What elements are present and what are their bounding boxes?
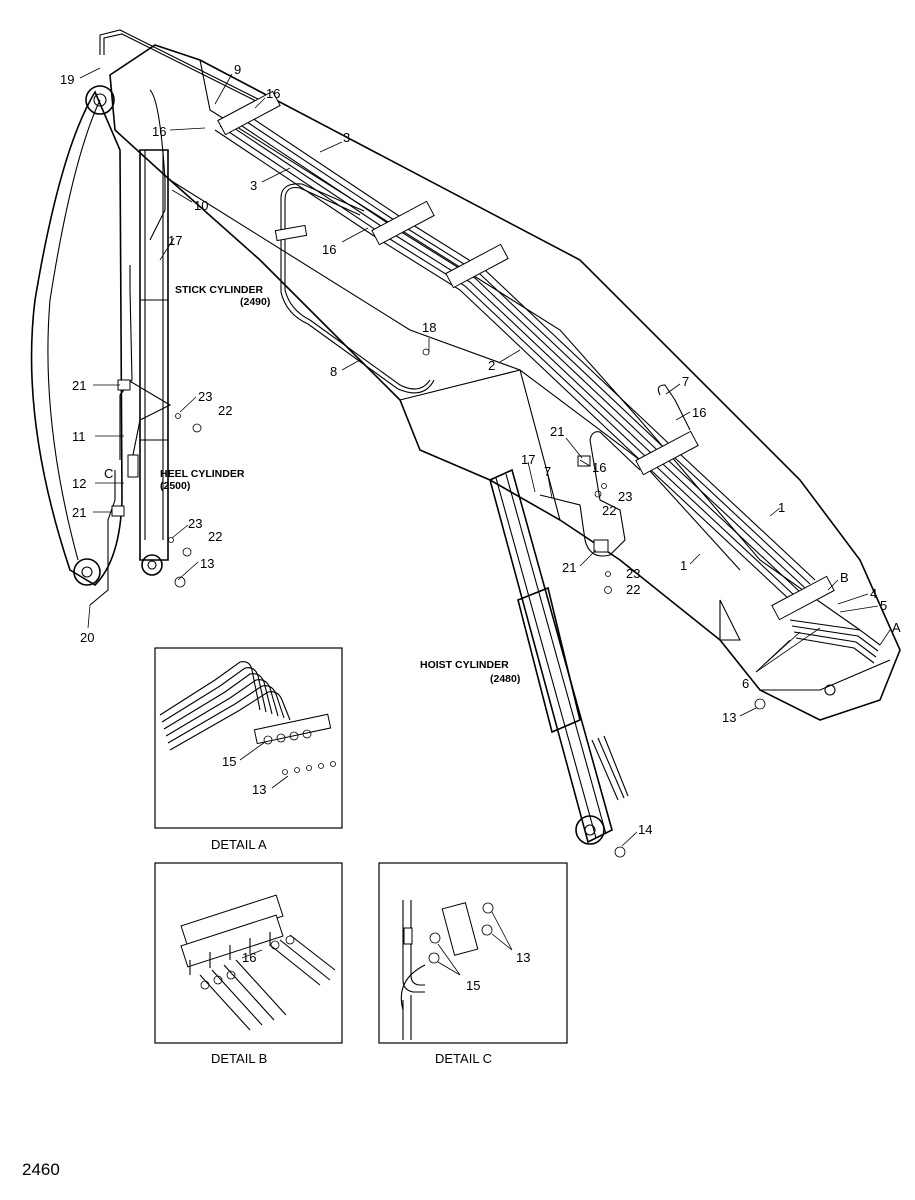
ref-b-label: B	[840, 570, 849, 585]
heel-cylinder-ref: (2500)	[160, 480, 190, 492]
callout: 4	[870, 586, 877, 601]
stick-cylinder-ref: (2490)	[240, 296, 270, 308]
callout: 2	[488, 358, 495, 373]
hoist-cylinder-ref: (2480)	[490, 673, 520, 685]
callout: 22	[626, 582, 640, 597]
callout: 11	[72, 429, 86, 444]
callout: 16	[266, 86, 280, 101]
stick-cylinder	[139, 149, 169, 576]
callout: 5	[880, 598, 887, 613]
page-number: 2460	[22, 1160, 60, 1179]
detail-a: 15 13 DETAIL A	[154, 647, 343, 852]
callout: 23	[618, 489, 632, 504]
callout: 16	[692, 405, 706, 420]
hoses-6	[789, 619, 881, 664]
callout: 15	[466, 978, 480, 993]
ref-a-label: A	[892, 620, 901, 635]
callout: 13	[200, 556, 214, 571]
callout: 21	[562, 560, 576, 575]
callout: 21	[72, 378, 86, 393]
callout: 18	[422, 320, 436, 335]
hose-11-12	[89, 89, 172, 606]
detail-a-caption: DETAIL A	[211, 837, 267, 852]
callout: 9	[234, 62, 241, 77]
callout: 15	[222, 754, 236, 769]
callout: 6	[742, 676, 749, 691]
callout: 23	[198, 389, 212, 404]
tube-bundle-main	[214, 109, 816, 601]
callout: 13	[722, 710, 736, 725]
callout: 20	[80, 630, 94, 645]
callout: 22	[218, 403, 232, 418]
tube-9	[99, 29, 263, 105]
boom	[109, 44, 901, 721]
callout: 21	[72, 505, 86, 520]
heel-cylinder-label: HEEL CYLINDER	[160, 468, 245, 480]
callout: 22	[602, 503, 616, 518]
callout: 21	[550, 424, 564, 439]
callout: 16	[322, 242, 336, 257]
hose-7	[539, 384, 691, 557]
callout: 1	[778, 500, 785, 515]
detail-b-caption: DETAIL B	[211, 1051, 267, 1066]
hardware	[168, 348, 766, 858]
callout: 7	[682, 374, 689, 389]
callout: 3	[343, 130, 350, 145]
callout: 10	[194, 198, 208, 213]
hose-8	[280, 183, 435, 394]
leader-lines	[79, 67, 891, 847]
callout: 17	[521, 452, 535, 467]
callout-numbers: 19 9 16 16 3 3 10 17 16 18 8 2 21 23 22 …	[60, 62, 887, 837]
hoist-cylinder-label: HOIST CYLINDER	[420, 659, 509, 671]
callout: 16	[242, 950, 256, 965]
callout: 13	[252, 782, 266, 797]
stick-arm	[30, 85, 123, 587]
callout: 3	[250, 178, 257, 193]
callout: 23	[188, 516, 202, 531]
callout: 13	[516, 950, 530, 965]
component-labels: STICK CYLINDER (2490) HEEL CYLINDER (250…	[104, 284, 901, 685]
detail-b: 16 DETAIL B	[154, 862, 343, 1066]
callout: 14	[638, 822, 652, 837]
callout: 22	[208, 529, 222, 544]
hoist-cylinder	[489, 468, 629, 845]
callout: 17	[168, 233, 182, 248]
callout: 23	[626, 566, 640, 581]
callout: 19	[60, 72, 74, 87]
callout: 1	[680, 558, 687, 573]
callout: 7	[544, 464, 551, 479]
callout: 16	[592, 460, 606, 475]
clamp-blocks	[111, 90, 835, 621]
ref-c-label: C	[104, 466, 113, 481]
stick-cylinder-label: STICK CYLINDER	[175, 284, 264, 296]
detail-c: 13 15 DETAIL C	[378, 862, 568, 1066]
callout: 12	[72, 476, 86, 491]
detail-c-caption: DETAIL C	[435, 1051, 492, 1066]
callout: 8	[330, 364, 337, 379]
callout: 16	[152, 124, 166, 139]
